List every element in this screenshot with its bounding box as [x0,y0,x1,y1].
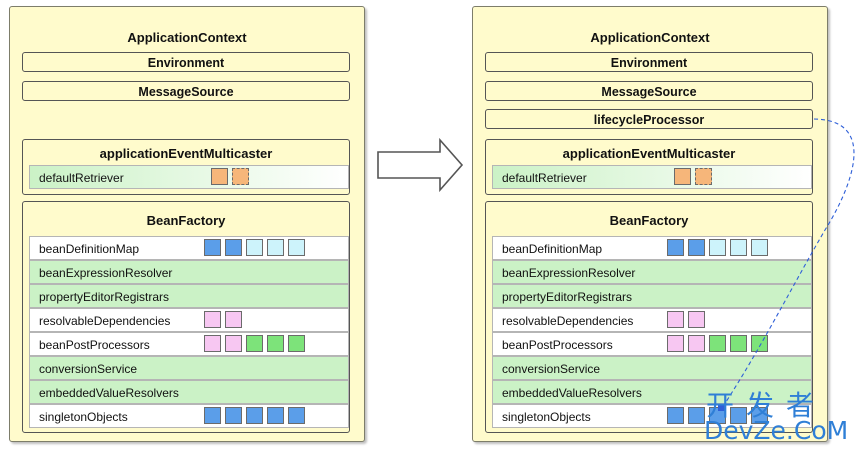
listener-bean-square [695,168,712,185]
singleton-square [225,407,242,424]
singleton-square [267,407,284,424]
bean-factory-title: BeanFactory [146,213,226,228]
environment-box: Environment [485,52,813,72]
message-source-box: MessageSource [485,81,813,101]
bean-expression-resolver-row: beanExpressionResolver [29,260,349,284]
row-label: resolvableDependencies [39,314,171,328]
definition-square [246,239,263,256]
watermark-chinese: 开发者 [706,389,827,422]
singleton-square [246,407,263,424]
row-label: beanDefinitionMap [502,242,603,256]
processor-square [225,335,242,352]
processor-square [267,335,284,352]
resolvable-dependencies-row: resolvableDependencies [492,308,812,332]
resolvable-dependencies-row: resolvableDependencies [29,308,349,332]
default-retriever-label: defaultRetriever [39,171,124,185]
context-title: ApplicationContext [590,30,710,45]
dependency-square [225,311,242,328]
retriever-squares [211,168,253,192]
listener-square [211,168,228,185]
bean-factory-title: BeanFactory [609,213,689,228]
bean-expression-resolver-row: beanExpressionResolver [492,260,812,284]
watermark-english: DevZe.CoM [704,416,849,445]
definition-square [751,239,768,256]
application-context-before: ApplicationContext Environment MessageSo… [9,6,365,442]
default-retriever-label: defaultRetriever [502,171,587,185]
row-label: singletonObjects [502,410,591,424]
definition-square [730,239,747,256]
retriever-squares [674,168,716,192]
property-editor-registrars-row: propertyEditorRegistrars [492,284,812,308]
singleton-square [667,407,684,424]
application-context-after: ApplicationContext Environment MessageSo… [472,6,828,442]
singleton-objects-row: singletonObjects [29,404,349,428]
conversion-service-row: conversionService [29,356,349,380]
singleton-squares [667,407,772,431]
post-processor-squares [204,335,309,359]
property-editor-registrars-row: propertyEditorRegistrars [29,284,349,308]
row-label: singletonObjects [39,410,128,424]
dependency-squares [204,311,246,335]
row-label: conversionService [39,362,138,376]
row-label: beanExpressionResolver [39,266,173,280]
singleton-squares [204,407,309,431]
singleton-square [204,407,221,424]
row-label: beanPostProcessors [502,338,613,352]
listener-bean-square [232,168,249,185]
dependency-square [688,311,705,328]
processor-square [751,335,768,352]
processor-square [667,335,684,352]
definition-square [288,239,305,256]
row-label: embeddedValueResolvers [502,386,642,400]
definition-square [709,239,726,256]
lifecycle-processor-box: lifecycleProcessor [485,109,813,129]
bean-definition-map-row: beanDefinitionMap [29,236,349,260]
definition-square [688,239,705,256]
singleton-square [709,407,726,424]
bean-definition-squares [204,239,309,263]
transition-arrow-icon [377,138,464,192]
row-label: resolvableDependencies [502,314,634,328]
definition-square [204,239,221,256]
event-multicaster-panel: applicationEventMulticaster defaultRetri… [22,139,350,195]
multicaster-title: applicationEventMulticaster [99,146,273,161]
bean-post-processors-row: beanPostProcessors [492,332,812,356]
definition-square [267,239,284,256]
context-title: ApplicationContext [127,30,247,45]
environment-box: Environment [22,52,350,72]
processor-square [288,335,305,352]
message-source-box: MessageSource [22,81,350,101]
dependency-square [204,311,221,328]
dependency-squares [667,311,709,335]
processor-square [688,335,705,352]
dependency-square [667,311,684,328]
row-label: beanExpressionResolver [502,266,636,280]
row-label: conversionService [502,362,601,376]
bean-factory-panel: BeanFactory beanDefinitionMap beanExpres… [22,201,350,433]
embedded-value-resolvers-row: embeddedValueResolvers [29,380,349,404]
default-retriever-row: defaultRetriever [29,165,349,189]
processor-square [246,335,263,352]
bean-post-processors-row: beanPostProcessors [29,332,349,356]
listener-square [674,168,691,185]
row-label: beanPostProcessors [39,338,150,352]
processor-square [730,335,747,352]
default-retriever-row: defaultRetriever [492,165,812,189]
definition-square [225,239,242,256]
singleton-square [688,407,705,424]
processor-square [204,335,221,352]
multicaster-title: applicationEventMulticaster [562,146,736,161]
event-multicaster-panel: applicationEventMulticaster defaultRetri… [485,139,813,195]
conversion-service-row: conversionService [492,356,812,380]
bean-definition-map-row: beanDefinitionMap [492,236,812,260]
singleton-square [288,407,305,424]
processor-square [709,335,726,352]
definition-square [667,239,684,256]
row-label: beanDefinitionMap [39,242,140,256]
row-label: propertyEditorRegistrars [502,290,633,304]
row-label: embeddedValueResolvers [39,386,179,400]
singleton-objects-row: singletonObjects [492,404,812,428]
row-label: propertyEditorRegistrars [39,290,170,304]
